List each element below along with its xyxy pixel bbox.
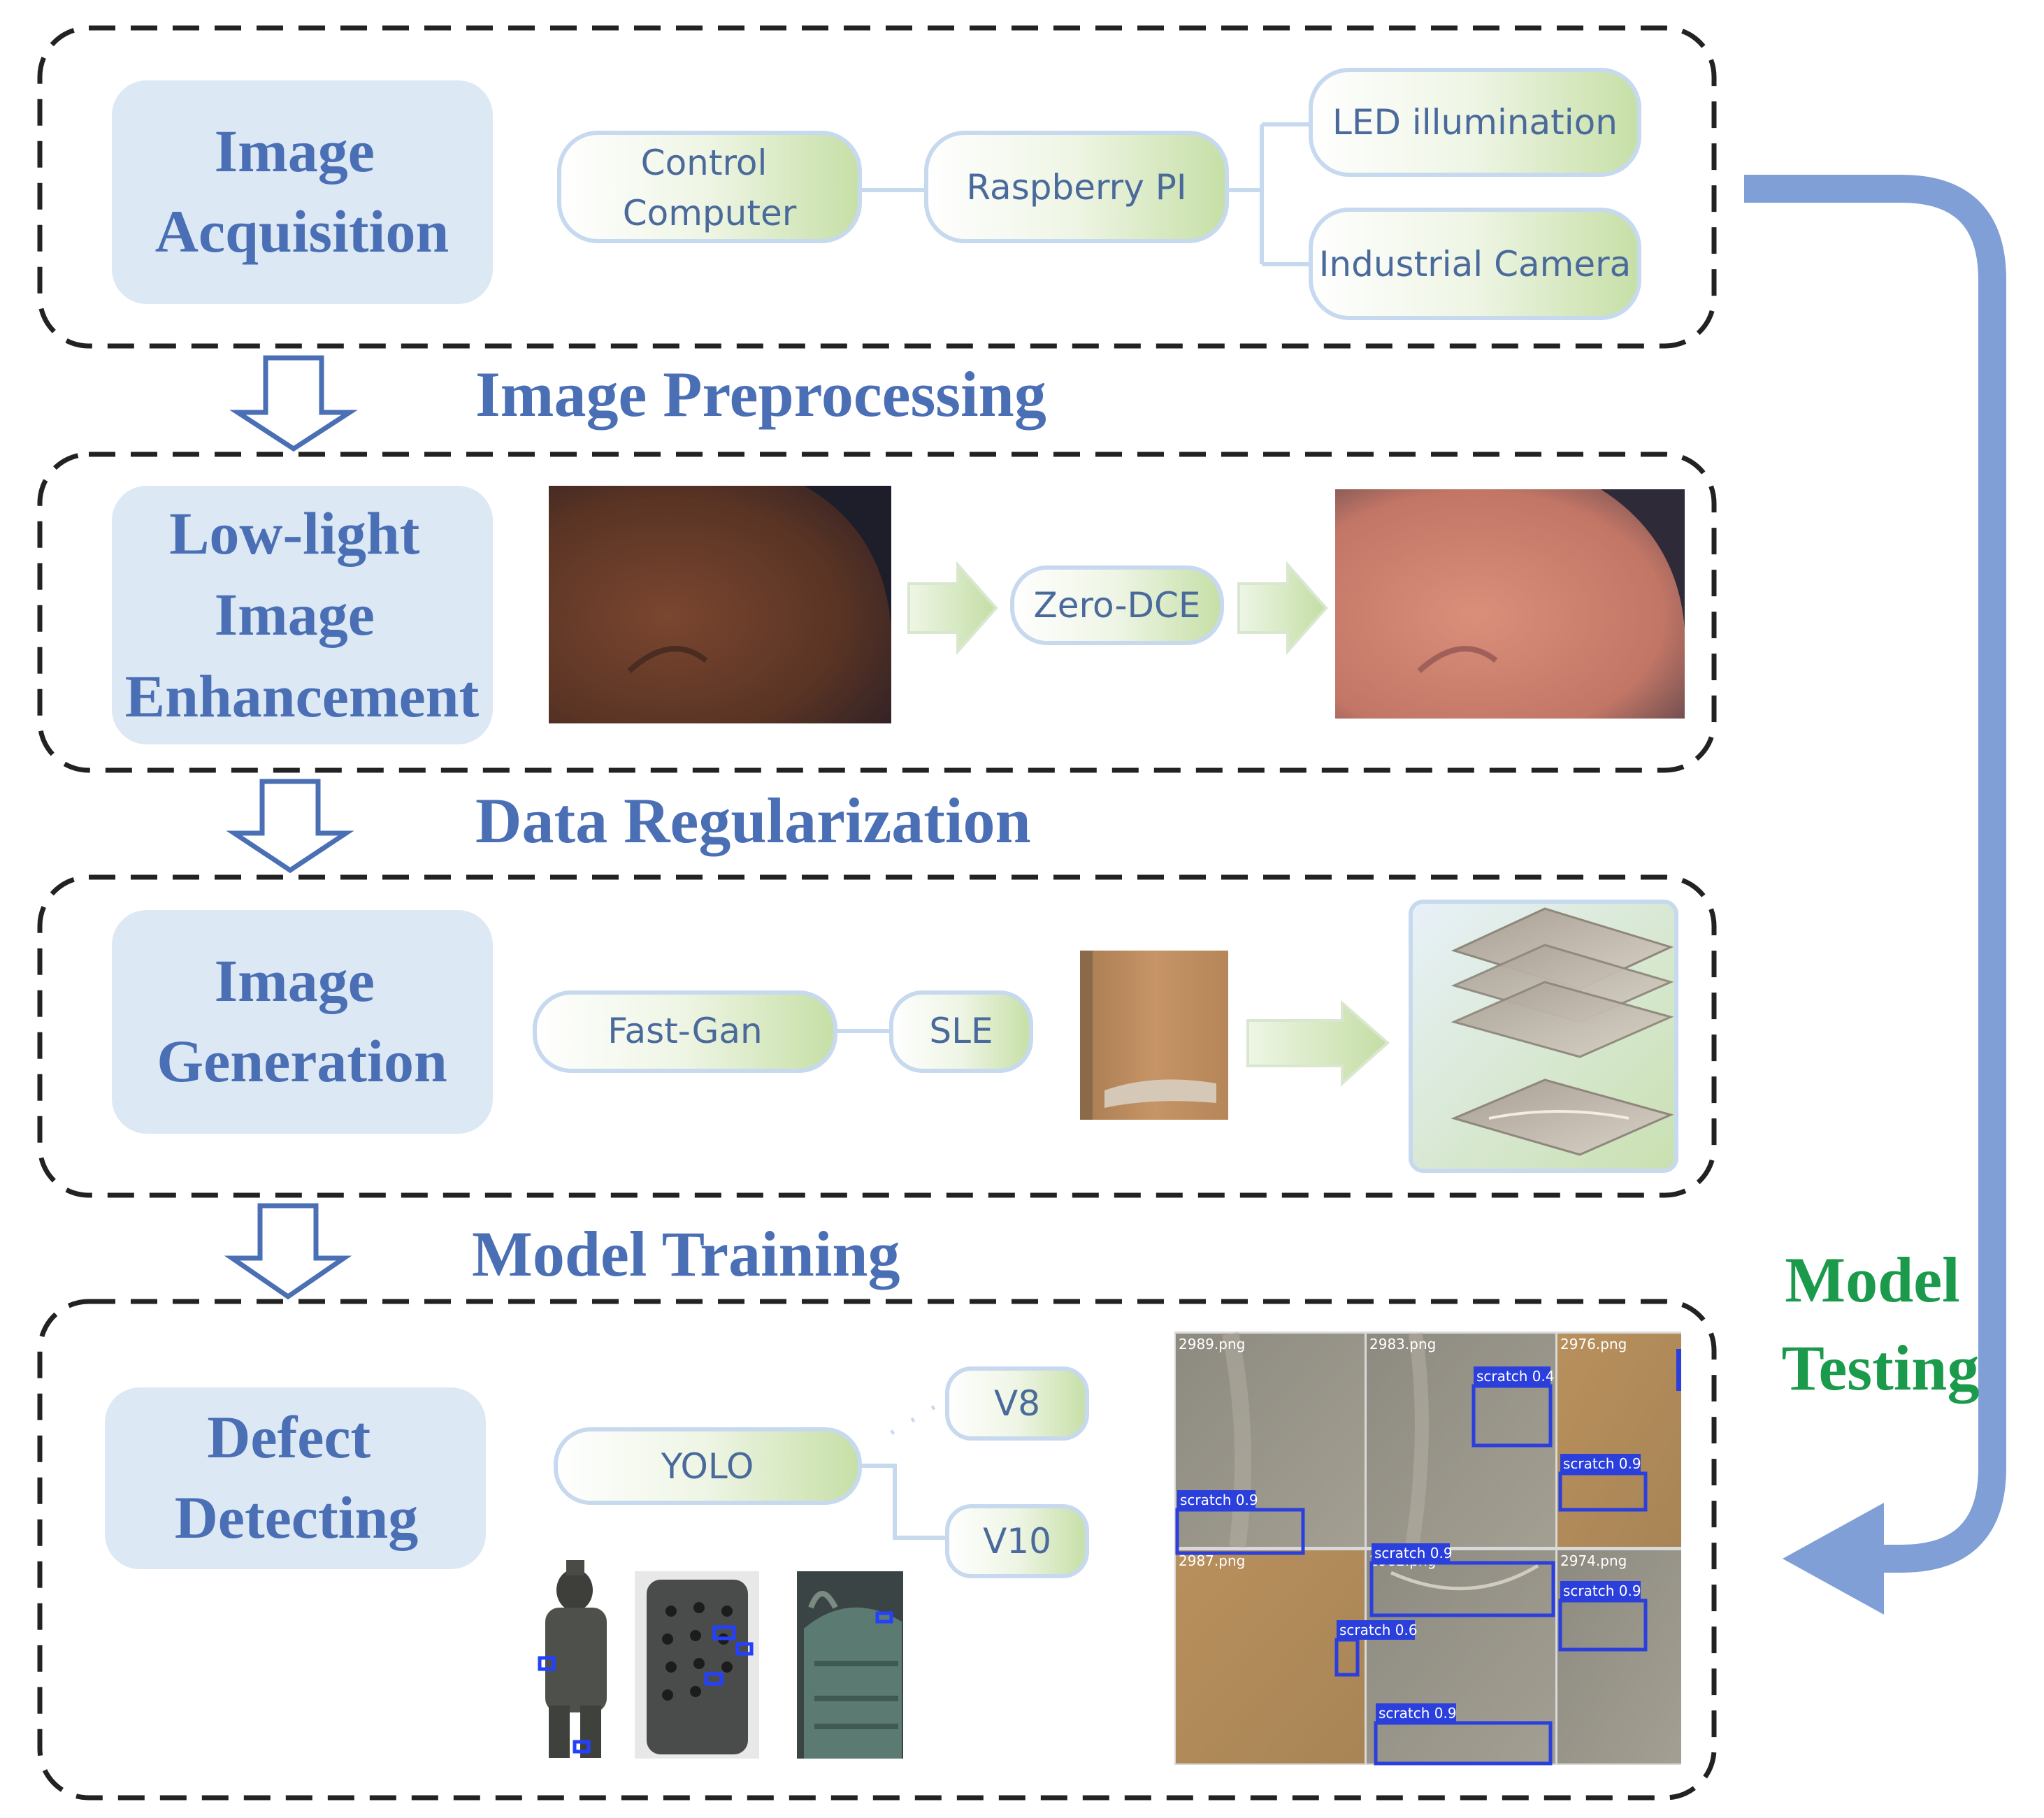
- detection-label-5: scratch 0.6: [1339, 1622, 1418, 1638]
- svg-text:Image Generation: Image Generation: [157, 947, 447, 1095]
- stage-label-acquisition-line2: Acquisition: [155, 198, 449, 265]
- flow-arrow-icon-enh-2: [1237, 561, 1328, 656]
- svg-text:Low-light Image Enhanc: Low-light Image Enhancement: [125, 500, 480, 730]
- detection-label-7: scratch 0.9: [1379, 1705, 1457, 1722]
- model-testing-return-arrow: [1744, 175, 2006, 1573]
- generated-layers-image: [1409, 900, 1678, 1173]
- pill-v10-text: V10: [983, 1521, 1051, 1561]
- grid-file-6: 2974.png: [1560, 1552, 1627, 1569]
- pill-yolo-text: YOLO: [661, 1446, 754, 1487]
- title-data-regularization: Data Regularization: [475, 785, 1031, 856]
- pill-led-illumination-text: LED illumination: [1332, 102, 1618, 143]
- sample-texture-image: [1080, 951, 1228, 1120]
- pill-raspberry-pi: [924, 131, 1229, 243]
- detection-label-2: scratch 0.9: [1563, 1455, 1641, 1472]
- flow-arrow-icon-enh-1: [907, 561, 998, 656]
- section-enhancement: [37, 452, 1717, 773]
- detection-label-4: scratch 0.9: [1374, 1545, 1453, 1561]
- svg-text:Defect Detecting: Defect Detecting: [175, 1404, 419, 1551]
- testing-label-line2: Testing: [1782, 1332, 1980, 1404]
- detection-result-grid: 2989.png 2983.png 2976.png 2987.png 2982…: [1174, 1332, 1681, 1766]
- pill-raspberry-pi-text: Raspberry PI: [966, 167, 1186, 208]
- grid-file-1: 2989.png: [1179, 1336, 1245, 1352]
- stage-box-generation: [112, 910, 493, 1134]
- grid-file-4: 2987.png: [1179, 1552, 1245, 1569]
- pill-control-computer: [557, 131, 862, 243]
- model-testing-arrowhead-icon: [1783, 1503, 1884, 1615]
- down-arrow-icon-1: [229, 355, 358, 452]
- testing-label-line1: Model: [1785, 1244, 1959, 1315]
- stage-label-detecting-line1: Defect: [207, 1404, 370, 1471]
- stage-label-enhancement-line3: Enhancement: [125, 663, 480, 730]
- pill-sle-text: SLE: [929, 1011, 993, 1051]
- stage-label-enhancement-line2: Image: [215, 581, 375, 648]
- section-acquisition: [37, 25, 1717, 349]
- connector-yolo-v8-dotted: [890, 1399, 945, 1435]
- stage-label-detecting-line2: Detecting: [175, 1484, 419, 1551]
- stage-box-detecting: [105, 1387, 486, 1569]
- grid-file-3: 2976.png: [1560, 1336, 1627, 1352]
- pill-fast-gan: [533, 990, 837, 1073]
- stage-box-acquisition: [112, 80, 493, 304]
- detection-label-1: scratch 0.4: [1476, 1368, 1555, 1385]
- pill-v8: [945, 1366, 1089, 1441]
- stage-label-generation-line2: Generation: [157, 1027, 447, 1095]
- pill-zero-dce-text: Zero-DCE: [1033, 585, 1200, 626]
- section-generation: [37, 874, 1717, 1198]
- title-image-preprocessing: Image Preprocessing: [475, 359, 1046, 430]
- stage-label-enhancement-line1: Low-light: [169, 500, 420, 567]
- pill-yolo: [554, 1427, 862, 1505]
- stage-box-enhancement: [112, 486, 493, 744]
- svg-text:Image Acquisition: Image Acquisition: [155, 117, 449, 265]
- pill-control-computer-line1: Control: [641, 143, 768, 183]
- grid-file-2: 2983.png: [1369, 1336, 1436, 1352]
- pill-industrial-camera: [1309, 208, 1641, 320]
- detection-label-3: scratch 0.9: [1180, 1492, 1258, 1508]
- stage-label-generation-line1: Image: [215, 947, 375, 1014]
- pill-fast-gan-text: Fast-Gan: [607, 1011, 762, 1051]
- title-model-training: Model Training: [472, 1218, 900, 1290]
- connector-pi-branch: [1227, 122, 1311, 266]
- low-light-image: [549, 486, 891, 723]
- section-detecting: [37, 1299, 1717, 1801]
- artifact-cylinder-image: [635, 1571, 759, 1759]
- artifact-figurine-image: [538, 1560, 607, 1758]
- enhanced-image: [1335, 489, 1685, 719]
- pill-zero-dce: [1010, 565, 1224, 645]
- connector-yolo-branch: [860, 1464, 947, 1540]
- pill-control-computer-line2: Computer: [623, 193, 797, 233]
- flow-arrow-icon-gen: [1246, 1000, 1390, 1087]
- pill-industrial-camera-text: Industrial Camera: [1319, 244, 1632, 284]
- svg-text:Model Testing: Model Testing: [1782, 1244, 1980, 1404]
- pill-v10: [945, 1504, 1089, 1578]
- stage-label-acquisition-line1: Image: [215, 117, 375, 185]
- artifact-vessel-image: [797, 1571, 903, 1759]
- pill-led-illumination: [1309, 68, 1641, 177]
- pill-v8-text: V8: [994, 1383, 1040, 1424]
- down-arrow-icon-2: [226, 779, 354, 874]
- detection-label-6: scratch 0.9: [1563, 1582, 1641, 1599]
- pill-sle: [889, 990, 1033, 1073]
- svg-text:Control Computer: Control Computer: [623, 143, 797, 233]
- down-arrow-icon-3: [224, 1203, 352, 1300]
